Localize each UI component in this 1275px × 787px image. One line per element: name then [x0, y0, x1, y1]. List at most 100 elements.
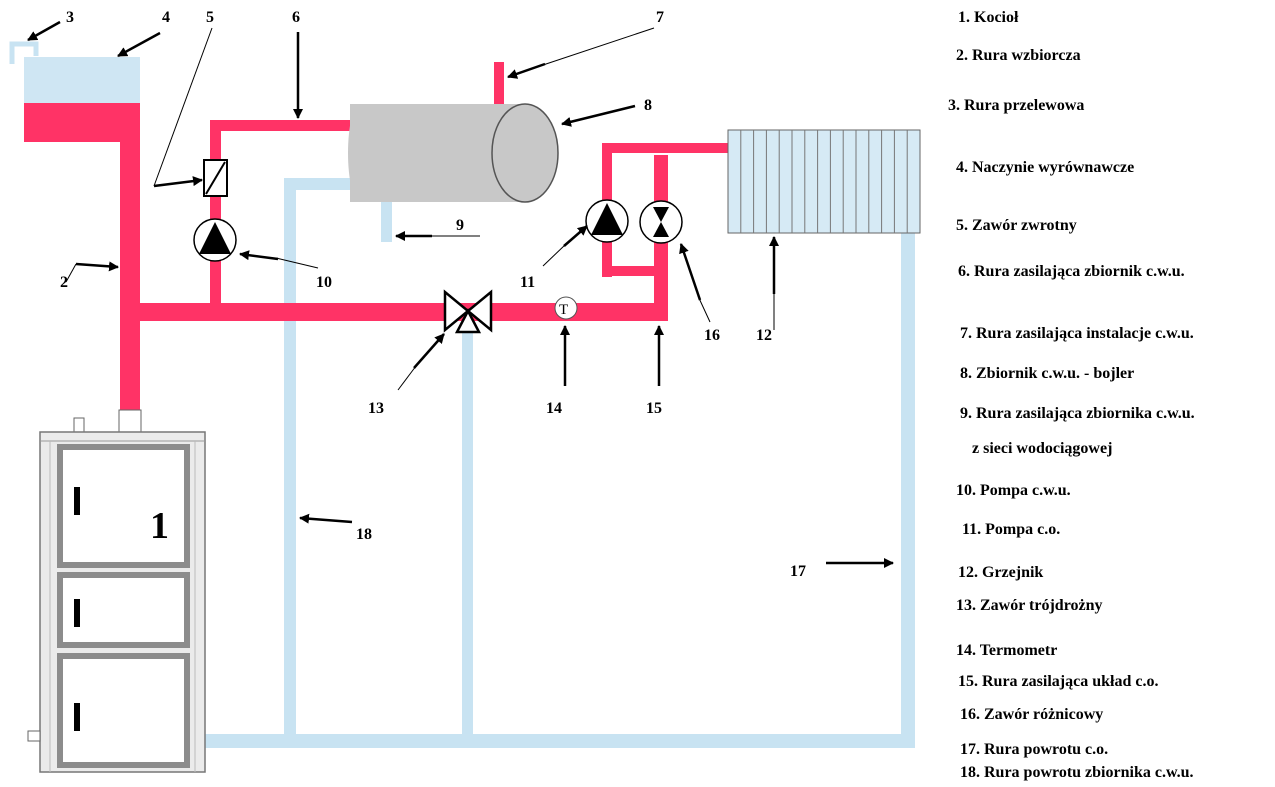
callout-line-16	[697, 295, 711, 323]
callout-arrow-10	[239, 250, 279, 261]
check-valve-diagonal	[205, 161, 226, 195]
callout-number-12: 12	[756, 327, 772, 344]
return-pipe-tank-horizontal	[284, 178, 354, 190]
three-way-valve-left	[443, 289, 470, 333]
legend-item: z sieci wodociągowej	[972, 440, 1112, 457]
hot-water-tank	[348, 103, 559, 203]
callout-arrow-3	[27, 20, 61, 42]
callout-arrow-16	[679, 243, 702, 301]
callout-line-13	[397, 365, 417, 391]
callout-leader-5	[153, 27, 213, 187]
thermometer-body	[554, 296, 578, 320]
legend-item: 7. Rura zasilająca instalacje c.w.u.	[960, 325, 1194, 342]
callout-number-8: 8	[644, 97, 652, 114]
tank-supply-horizontal	[210, 120, 360, 131]
three-way-valve-bottom	[454, 308, 482, 334]
dhw-pump-triangle	[199, 222, 231, 254]
callout-line-10	[275, 257, 319, 269]
callout-number-16: 16	[704, 327, 720, 344]
return-pipes	[205, 178, 915, 748]
tank-supply-vertical	[210, 120, 221, 306]
callout-number-3: 3	[66, 9, 74, 26]
callout-leader-7	[539, 27, 655, 67]
boiler-handle-top	[74, 487, 80, 515]
callout-number-7: 7	[656, 9, 664, 26]
callout-number-15: 15	[646, 400, 662, 417]
return-pipe-main-horizontal	[205, 734, 915, 748]
tank-right-end	[491, 103, 559, 203]
expansion-vessel-air	[24, 57, 140, 105]
pump-loop-bottom	[602, 266, 668, 276]
legend-item: 2. Rura wzbiorcza	[956, 47, 1081, 64]
legend-item: 17. Rura powrotu c.o.	[960, 741, 1108, 758]
boiler-door-top	[57, 444, 190, 568]
callout-arrow-18	[299, 513, 353, 524]
callout-number-9: 9	[456, 217, 464, 234]
legend: 1. Kocioł 2. Rura wzbiorcza 3. Rura przele…	[948, 9, 1195, 781]
supply-pipe-main-horizontal	[120, 303, 668, 321]
differential-valve-bottom	[653, 222, 669, 237]
co-pump-triangle	[591, 203, 623, 235]
boiler-door-bottom	[57, 653, 190, 768]
differential-valve-top	[653, 207, 669, 222]
callout-number-2: 2	[60, 274, 68, 291]
boiler-top-stub-right	[118, 409, 142, 433]
callout-arrow-8	[561, 104, 636, 127]
expansion-pipe	[120, 140, 140, 410]
radiator	[727, 129, 921, 234]
boiler-number: 1	[150, 505, 169, 547]
legend-item: 3. Rura przelewowa	[948, 97, 1084, 114]
callout-line-11	[542, 243, 567, 267]
expansion-vessel	[9, 41, 140, 142]
hot-water-outlet-pipe	[494, 62, 504, 106]
overflow-pipe	[9, 41, 39, 64]
callout-number-5: 5	[206, 9, 214, 26]
callout-number-4: 4	[162, 9, 170, 26]
callout-arrow-7	[507, 62, 546, 79]
callout-arrow-5	[153, 176, 203, 188]
legend-item: 1. Kocioł	[958, 9, 1019, 26]
legend-item: 4. Naczynie wyrównawcze	[956, 159, 1134, 176]
return-pipe-valve-vertical	[462, 318, 473, 741]
legend-item: 8. Zbiornik c.w.u. - bojler	[960, 365, 1134, 382]
callout-arrow-13	[413, 333, 445, 369]
three-way-valve	[443, 289, 493, 334]
legend-item: 12. Grzejnik	[958, 564, 1043, 581]
callout-line-2	[65, 263, 77, 283]
radiator-body	[727, 129, 921, 234]
legend-item: 10. Pompa c.w.u.	[956, 482, 1071, 499]
boiler-handle-bottom	[74, 703, 80, 731]
callout-number-18: 18	[356, 526, 372, 543]
legend-item: 16. Zawór różnicowy	[960, 706, 1103, 723]
thermometer-symbol: T	[559, 302, 568, 318]
callouts: 2 3 4 5 6 7 8 9 10 11 12	[27, 9, 894, 580]
callout-arrow-2	[75, 261, 119, 272]
legend-item: 13. Zawór trójdrożny	[956, 597, 1103, 614]
radiator-supply-horizontal	[602, 143, 728, 153]
thermometer: T	[554, 296, 578, 320]
callout-number-10: 10	[316, 274, 332, 291]
callout-number-11: 11	[520, 274, 535, 291]
callout-number-13: 13	[368, 400, 384, 417]
legend-item: 18. Rura powrotu zbiornika c.w.u.	[960, 764, 1194, 781]
boiler-handle-middle	[74, 599, 80, 627]
legend-item: 14. Termometr	[956, 642, 1057, 659]
boiler: 1	[27, 409, 206, 773]
dhw-pump	[193, 218, 237, 262]
check-valve	[203, 159, 228, 197]
callout-number-17: 17	[790, 563, 806, 580]
callout-number-6: 6	[292, 9, 300, 26]
radiator-fins	[740, 130, 908, 233]
return-pipe-radiator-vertical	[901, 232, 915, 748]
legend-item: 15. Rura zasilająca układ c.o.	[958, 673, 1158, 690]
cold-water-inlet-pipe	[381, 198, 392, 242]
callout-number-14: 14	[546, 400, 562, 417]
expansion-vessel-water	[24, 103, 140, 142]
legend-item: 11. Pompa c.o.	[962, 521, 1060, 538]
callout-arrow-11	[563, 225, 588, 247]
legend-item: 9. Rura zasilająca zbiornika c.w.u.	[960, 405, 1195, 422]
co-pump	[585, 199, 629, 243]
callout-arrow-4	[117, 31, 161, 58]
differential-valve	[639, 200, 683, 244]
